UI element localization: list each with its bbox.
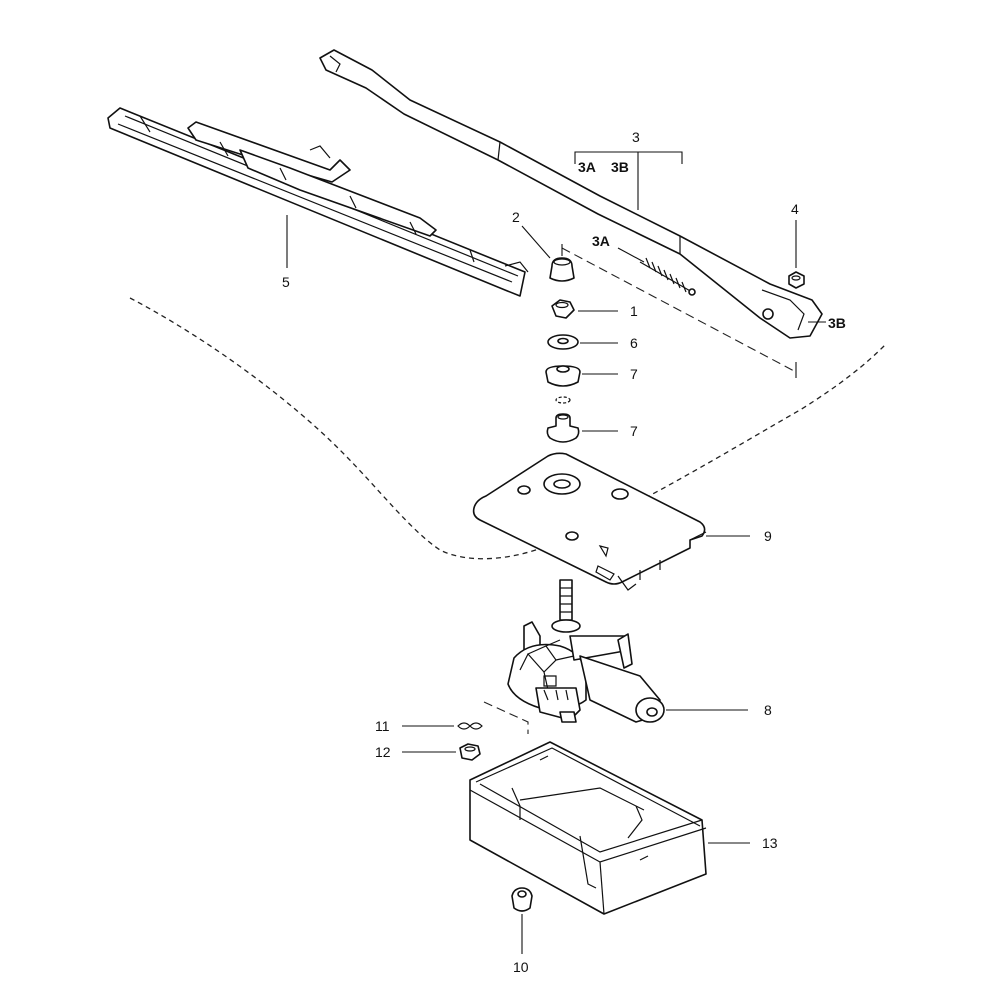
alignment-line bbox=[561, 247, 797, 373]
callout-3: 3 bbox=[632, 129, 640, 145]
nut-part-12 bbox=[459, 743, 481, 761]
callout-13: 13 bbox=[762, 835, 778, 851]
callout-7-lower: 7 bbox=[630, 423, 638, 439]
callout-3b: 3B bbox=[611, 159, 629, 175]
callout-12: 12 bbox=[375, 744, 391, 760]
mounting-plate-part-9 bbox=[472, 452, 707, 591]
nut-part-1 bbox=[551, 299, 575, 319]
callout-9: 9 bbox=[764, 528, 772, 544]
spring-part-3a bbox=[639, 257, 696, 296]
wiper-blade-part-5 bbox=[107, 107, 529, 297]
callout-1: 1 bbox=[630, 303, 638, 319]
spring-washer-part-11 bbox=[457, 722, 483, 730]
grommet-part-7-lower bbox=[546, 413, 580, 443]
callout-7-upper: 7 bbox=[630, 366, 638, 382]
callout-3a: 3A bbox=[578, 159, 596, 175]
leader-3a bbox=[617, 247, 645, 263]
grommet-part-7-upper bbox=[545, 365, 581, 387]
washer-part-6 bbox=[547, 334, 579, 350]
bracket-3 bbox=[574, 151, 683, 164]
callout-3a-head: 3A bbox=[592, 233, 610, 249]
wiper-arm-part-3 bbox=[319, 49, 823, 339]
grommet-part-10 bbox=[511, 887, 533, 912]
cover-part-13 bbox=[469, 741, 707, 915]
windshield-outline bbox=[129, 297, 886, 560]
callout-4: 4 bbox=[791, 201, 799, 217]
spring-washer bbox=[555, 396, 571, 404]
alignment-line-motor bbox=[483, 701, 529, 734]
callout-6: 6 bbox=[630, 335, 638, 351]
callout-2: 2 bbox=[512, 209, 520, 225]
callout-3b-head: 3B bbox=[828, 315, 846, 331]
cap-part-2 bbox=[549, 257, 575, 282]
callout-5: 5 bbox=[282, 274, 290, 290]
nut-part-4 bbox=[788, 271, 805, 289]
wiper-motor-part-8 bbox=[507, 579, 665, 723]
callout-10: 10 bbox=[513, 959, 529, 975]
callout-8: 8 bbox=[764, 702, 772, 718]
leader-2 bbox=[521, 225, 551, 259]
callout-11: 11 bbox=[375, 718, 390, 734]
